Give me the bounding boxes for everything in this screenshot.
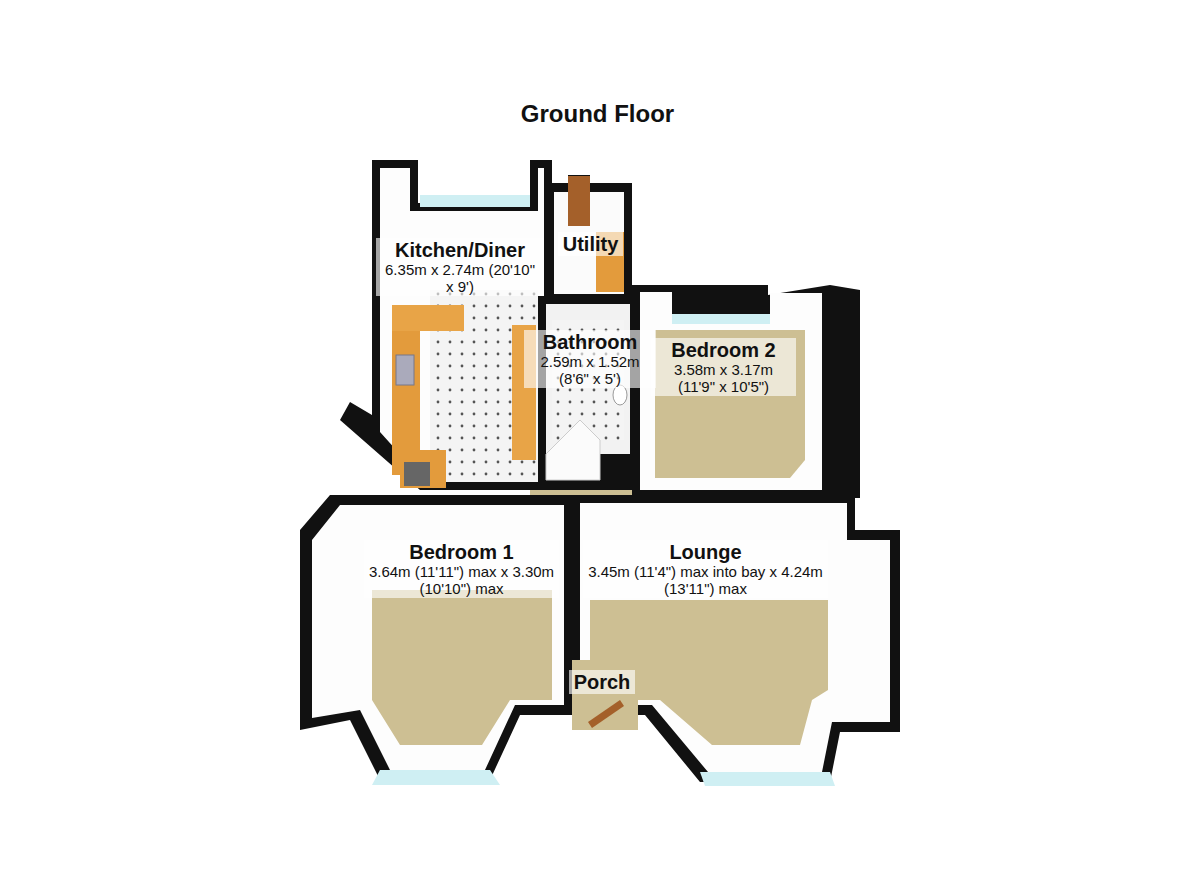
plan-title: Ground Floor — [0, 100, 1195, 128]
plan-shape — [632, 285, 860, 498]
room-name: Bedroom 1 — [368, 541, 555, 563]
bedroom-2-room — [632, 285, 860, 498]
room-name: Lounge — [587, 541, 824, 563]
bedroom-1-room — [300, 495, 572, 785]
room-dimensions: 2.59m x 1.52m (8'6" x 5') — [528, 353, 652, 387]
plan-shape — [588, 700, 624, 728]
room-dimensions: 3.58m x 3.17m (11'9" x 10'5") — [655, 361, 792, 395]
room-label: Porch — [569, 670, 635, 694]
plan-shape — [300, 495, 572, 780]
plan-shape — [640, 292, 822, 490]
plan-shape — [568, 176, 590, 226]
plan-shape — [546, 175, 632, 300]
plan-shape — [420, 195, 530, 207]
bathroom-room — [538, 296, 638, 490]
plan-shape — [700, 772, 835, 786]
lounge-room — [572, 495, 900, 786]
plan-shape — [538, 296, 638, 490]
room-name: Bathroom — [528, 331, 652, 353]
room-name: Porch — [573, 671, 631, 693]
plan-shape — [396, 355, 414, 385]
plan-shape — [546, 420, 600, 480]
plan-shape — [392, 305, 464, 331]
plan-shape — [312, 505, 564, 770]
plan-shape — [580, 503, 890, 772]
plan-shape — [404, 462, 430, 486]
room-label: Bedroom 23.58m x 3.17m (11'9" x 10'5") — [651, 338, 796, 396]
room-label: Kitchen/Diner6.35m x 2.74m (20'10" x 9') — [376, 238, 544, 296]
plan-shape — [572, 495, 900, 782]
room-label: Utility — [558, 232, 623, 256]
room-label: Bedroom 13.64m (11'11") max x 3.30m (10'… — [364, 540, 559, 598]
room-dimensions: 3.45m (11'4") max into bay x 4.24m (13'1… — [587, 563, 824, 597]
room-name: Kitchen/Diner — [380, 239, 540, 261]
room-name: Utility — [562, 233, 619, 255]
room-label: Lounge3.45m (11'4") max into bay x 4.24m… — [583, 540, 828, 598]
room-label: Bathroom2.59m x 1.52m (8'6" x 5') — [524, 330, 656, 388]
plan-shape — [372, 770, 500, 785]
plan-shape — [372, 590, 552, 745]
plan-shape — [380, 168, 544, 482]
plan-shape — [613, 385, 627, 405]
plan-shape — [340, 160, 552, 490]
plan-shape — [400, 450, 446, 488]
room-dimensions: 6.35m x 2.74m (20'10" x 9') — [380, 261, 540, 295]
room-name: Bedroom 2 — [655, 339, 792, 361]
plan-shape — [672, 314, 770, 324]
kitchen-room — [340, 160, 552, 490]
room-dimensions: 3.64m (11'11") max x 3.30m (10'10") max — [368, 563, 555, 597]
